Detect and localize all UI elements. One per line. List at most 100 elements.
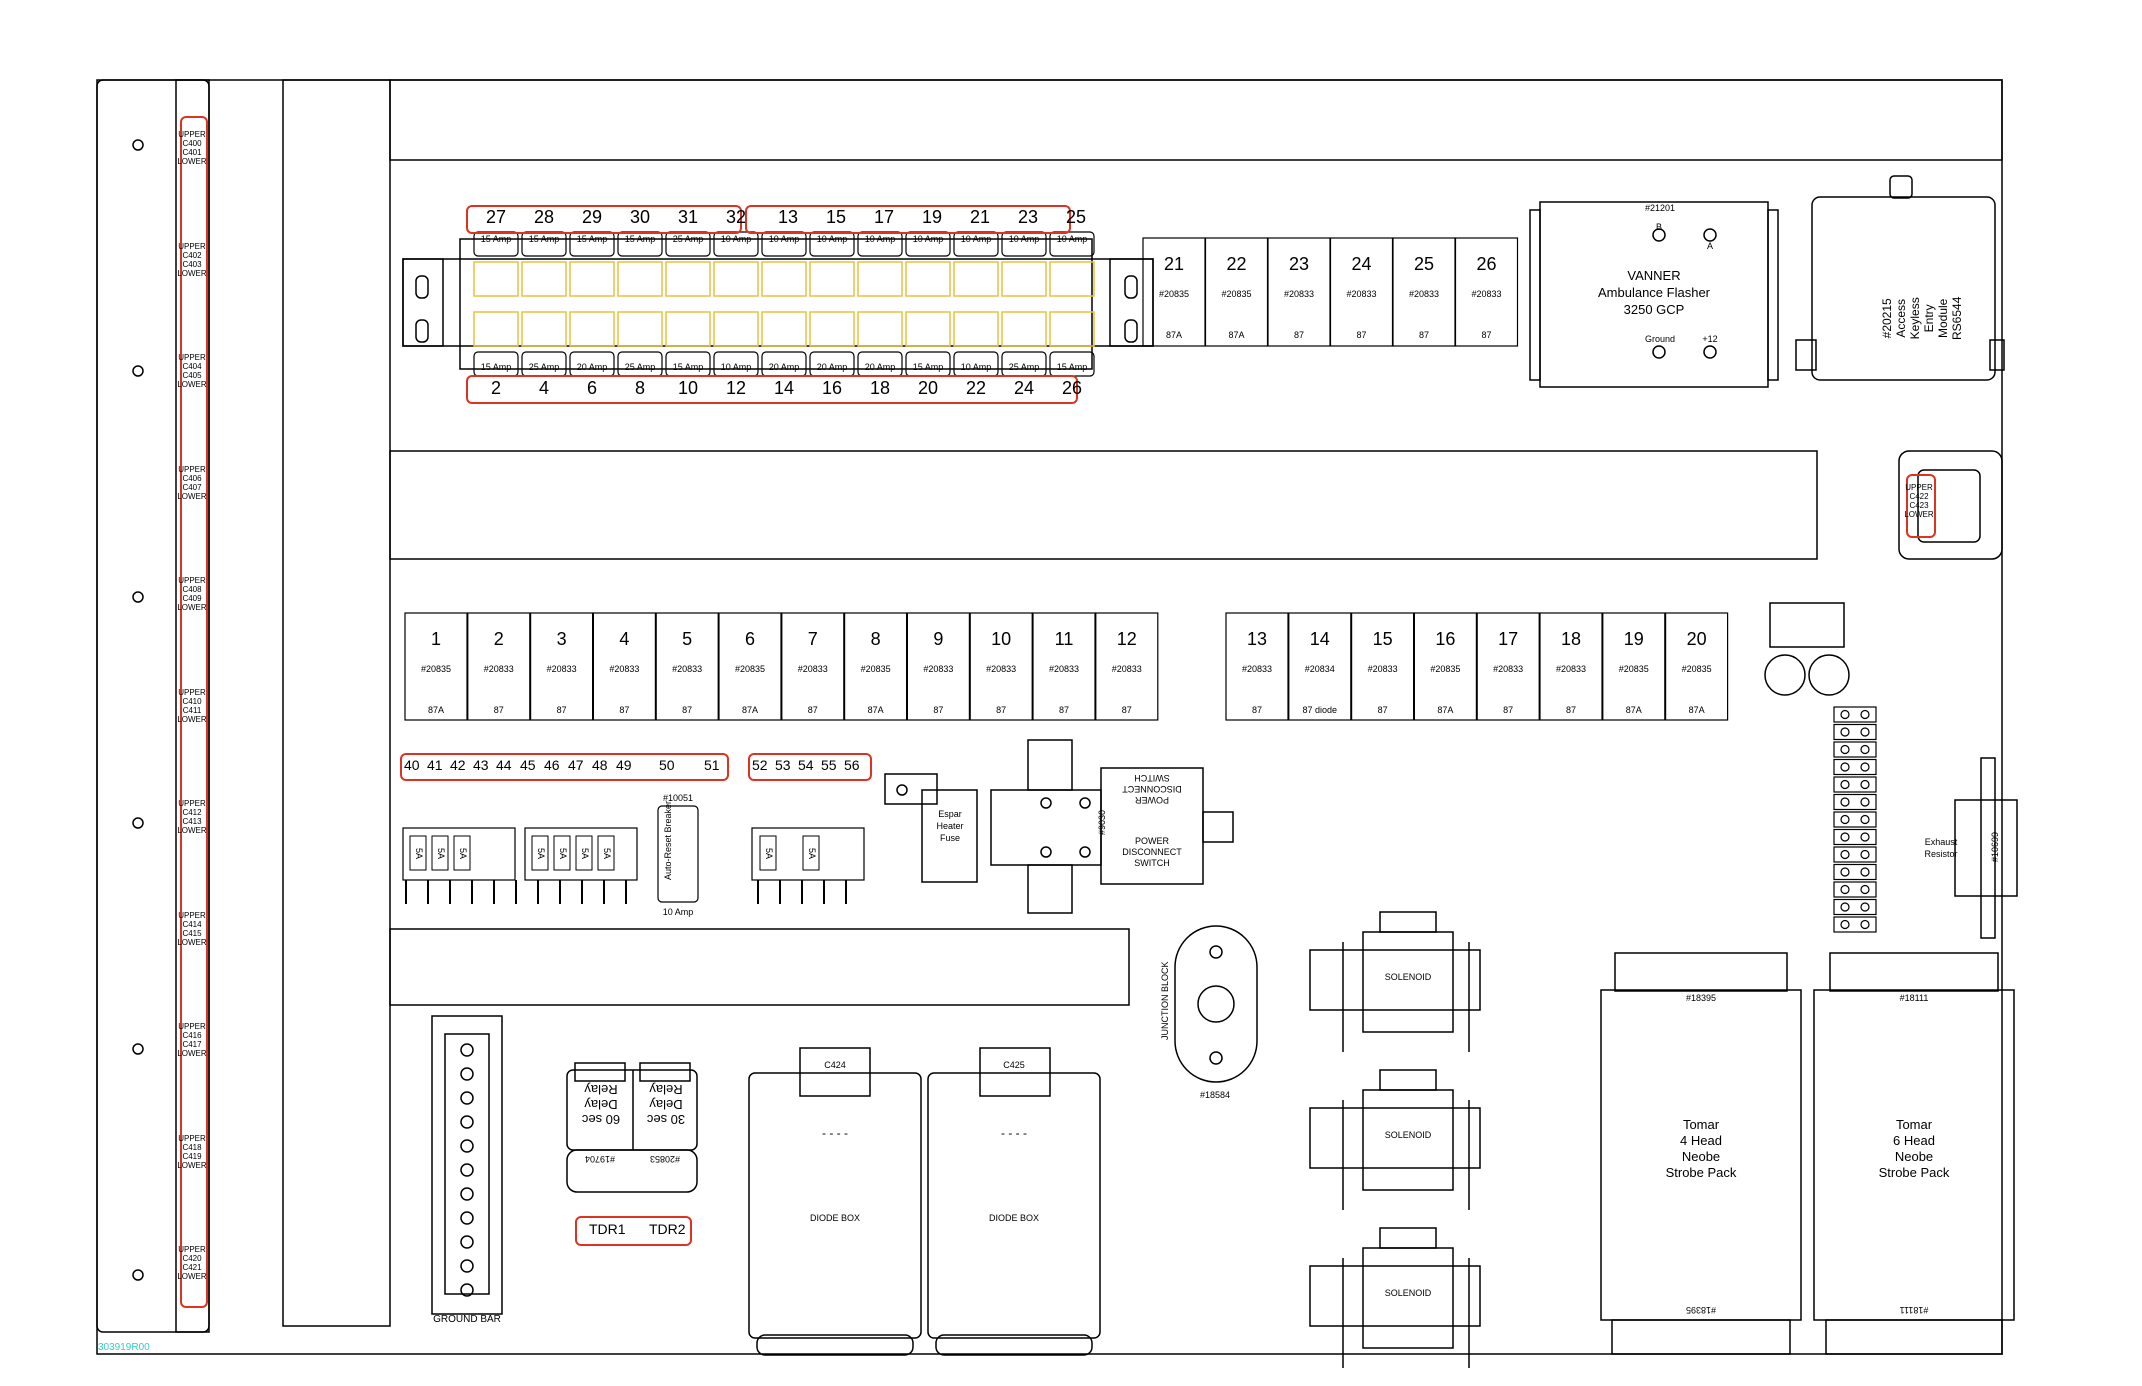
connector-text: C412 <box>182 808 202 817</box>
fuse-top-rating: 10 Amp <box>1008 234 1040 244</box>
relay-number: 14 <box>1309 629 1330 649</box>
left-connector-redbox <box>180 116 208 1308</box>
tdr1-part-number: #19704 <box>584 1154 616 1164</box>
relay-part-number: #20833 <box>1471 289 1502 299</box>
flasher-ground: Ground <box>1644 334 1676 344</box>
relay-number: 11 <box>1054 629 1074 649</box>
fuse-bottom-number: 24 <box>1013 378 1035 398</box>
terminal-block <box>1833 723 1877 741</box>
fuse-top-body <box>953 261 999 297</box>
terminal-block <box>1833 758 1877 776</box>
connector-text: LOWER <box>177 714 207 724</box>
terminal-block <box>1833 706 1877 723</box>
relay-part-number: #20833 <box>609 664 640 674</box>
connector-text: UPPER <box>178 687 206 697</box>
fuse-bottom-rating: 10 Amp <box>720 362 752 372</box>
connector-text: LOWER <box>1904 510 1934 519</box>
relay-number: 26 <box>1476 254 1497 274</box>
relay-terminal: 87 <box>1121 705 1132 715</box>
relay-outline <box>1095 612 1159 721</box>
keyless-text: Access <box>1894 298 1908 338</box>
relay-number: 24 <box>1351 254 1372 274</box>
espar-text: Heater <box>936 821 964 831</box>
strobe-text: Strobe Pack <box>1878 1165 1950 1180</box>
relay-terminal: 87 <box>1418 330 1429 340</box>
relay-terminal: 87 <box>1565 705 1576 715</box>
terminal-screw <box>1860 797 1870 807</box>
mini-fuse-rating: 5A <box>414 848 424 860</box>
relay-part-number: #20833 <box>1283 289 1315 299</box>
relay-outline <box>1032 612 1096 721</box>
solenoid-bracket <box>1309 1265 1481 1327</box>
fuse-bottom-number: 8 <box>634 378 645 398</box>
terminal-block <box>1833 828 1877 846</box>
fuse-top-rating: 15 Amp <box>624 234 656 244</box>
power-switch-text: SWITCH <box>1134 773 1170 783</box>
tdr-text: Relay <box>584 1082 618 1097</box>
junction-part-number: #18584 <box>1199 1090 1231 1100</box>
mini-fuse-rating: 5A <box>764 848 774 860</box>
keyless-text: Module <box>1936 298 1950 338</box>
mini-fuse-rating: 5A <box>580 848 590 860</box>
strobe-4-head-part-number: #18395 <box>1685 993 1717 1003</box>
relay-outline <box>718 612 782 721</box>
ground-bar-hole <box>460 1043 474 1057</box>
mini-fuse-number: 42 <box>450 757 466 773</box>
relay-terminal: 87 <box>1377 705 1388 715</box>
top-relay-outline <box>1454 237 1519 347</box>
relay-terminal: 87 <box>1058 705 1069 715</box>
power-switch-part-number: #9030 <box>1097 809 1107 835</box>
connector-text: C415 <box>182 928 202 938</box>
fuse-top-number: 30 <box>629 207 651 227</box>
fuse-top-number: 28 <box>533 207 555 227</box>
vertical-duct <box>282 79 391 1327</box>
relay-outline <box>404 612 468 721</box>
terminal-screw <box>1860 832 1870 842</box>
relay-terminal: 87A <box>867 705 884 715</box>
terminal-screw <box>1840 744 1850 755</box>
flasher-terminal-a: A <box>1706 241 1713 251</box>
right-connector-redbox <box>1906 474 1936 538</box>
ground-bar-hole <box>460 1187 474 1201</box>
fuse-bottom-body <box>1001 311 1047 347</box>
fuse-bottom-number: 14 <box>773 378 795 398</box>
terminal-screw <box>1860 727 1870 737</box>
exhaust-part-number: #10699 <box>1990 831 2000 862</box>
ground-bar-hole <box>460 1259 474 1273</box>
relay-terminal: 87A <box>1228 330 1245 340</box>
ground-bar-hole <box>460 1115 474 1129</box>
fuse-top-rating: 10 Amp <box>768 234 800 244</box>
tdr-text: Delay <box>584 1097 618 1112</box>
connector-text: C421 <box>182 1263 202 1272</box>
fuse-top-body <box>473 261 519 297</box>
flasher-model: 3250 GCP <box>1623 302 1685 317</box>
relay-part-number: #20835 <box>1681 664 1712 674</box>
terminal-block <box>1833 846 1877 863</box>
relay-part-number: #20833 <box>923 664 954 674</box>
fuse-top-number: 29 <box>581 207 603 227</box>
mini-fuse-element <box>409 835 427 871</box>
power-switch-text: DISCONNECT <box>1122 784 1182 794</box>
fuse-top-number: 17 <box>873 207 895 227</box>
terminal-screw <box>1860 884 1870 895</box>
fuse-bottom-body <box>905 311 951 347</box>
fuse-top-body <box>905 261 951 297</box>
fuse-top-number: 19 <box>921 207 943 227</box>
strobe-text: Tomar <box>1895 1117 1933 1132</box>
tdr-text: Delay <box>649 1097 683 1112</box>
fuse-top-body <box>521 261 567 297</box>
flasher-plus12: +12 <box>1702 334 1718 344</box>
fuse-bottom-rating: 15 Amp <box>672 362 704 372</box>
relay-outline <box>467 612 531 721</box>
mini-fuse-element <box>531 835 549 871</box>
exhaust-label-2: Resistor <box>1924 849 1958 859</box>
fuse-top-body <box>665 261 711 297</box>
